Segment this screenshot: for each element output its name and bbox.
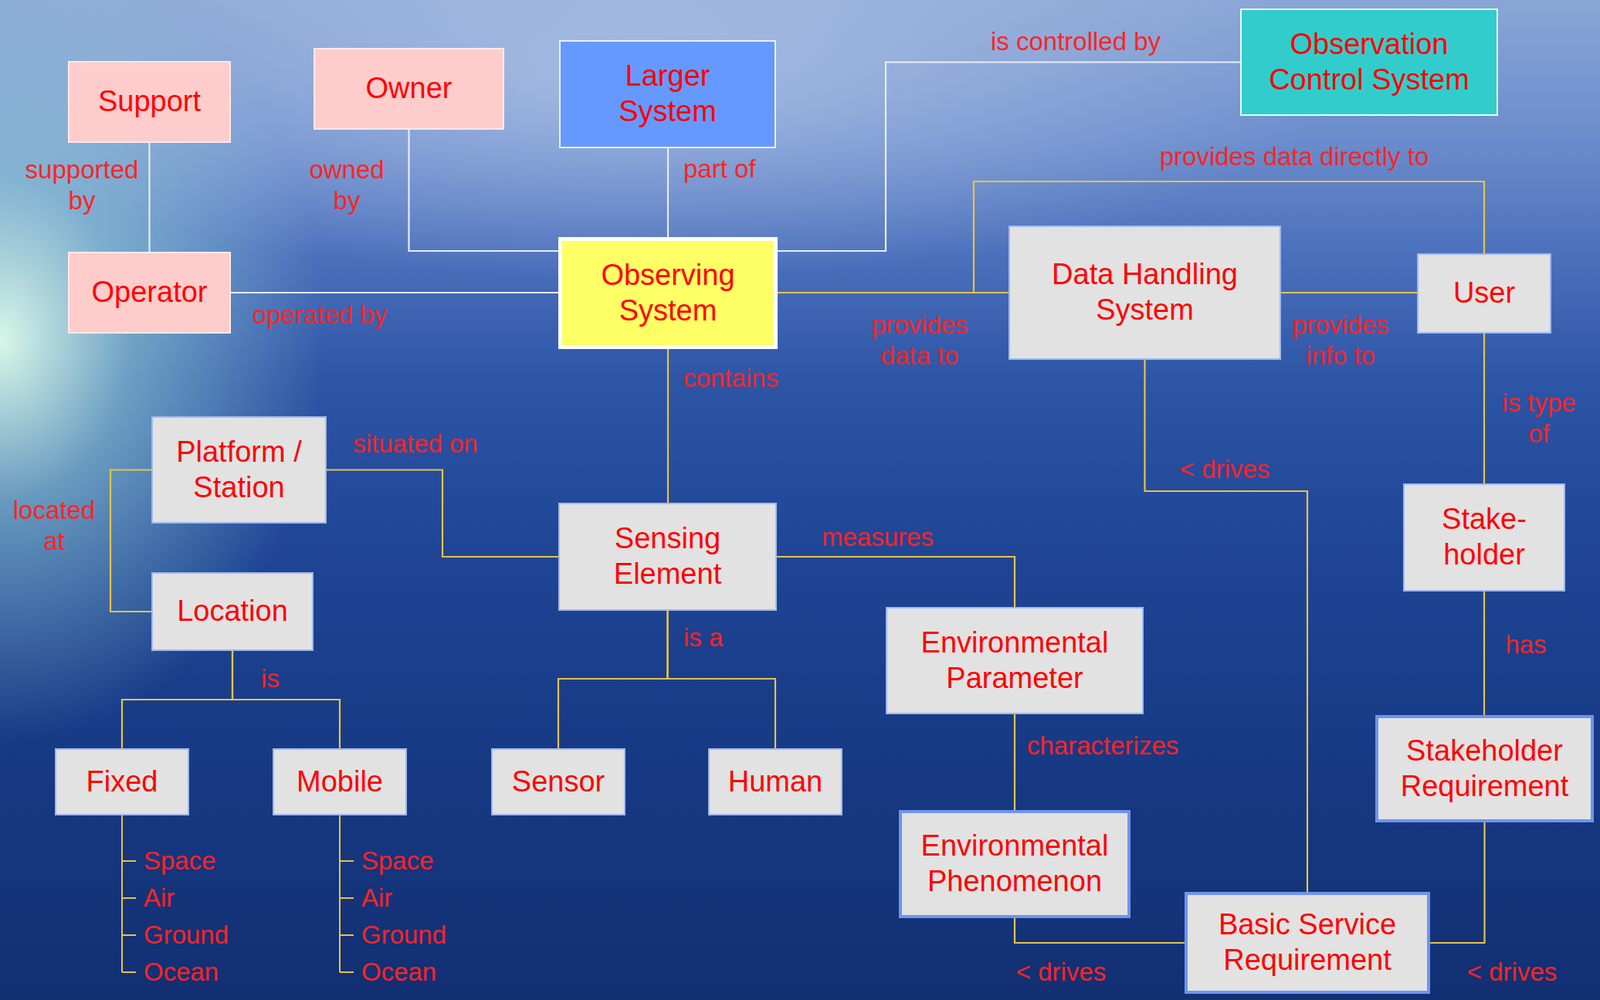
box-text: Platform / Station (162, 434, 316, 506)
list-item-label: Space (143, 845, 217, 877)
connector-line (558, 610, 668, 749)
relation-label: characterizes (1027, 730, 1179, 762)
concept-box: Observing System (558, 237, 778, 350)
list-item-label: Ocean (143, 956, 219, 988)
connector-line (230, 291, 559, 294)
box-text: Basic Service Requirement (1196, 907, 1418, 978)
box-text: Fixed (86, 764, 159, 800)
connector-line (1483, 591, 1485, 716)
box-text: Support (98, 84, 201, 120)
connector-line (667, 610, 777, 749)
concept-box: Human (708, 748, 843, 816)
box-text: Environmental Phenomenon (911, 828, 1119, 899)
concept-box: Data Handling System (1008, 225, 1282, 360)
bracket-tick (122, 934, 136, 936)
concept-box: Platform / Station (151, 416, 327, 524)
connector-line (776, 556, 1015, 607)
list-item-label: Air (143, 882, 175, 914)
relation-label: provides data to (857, 309, 982, 371)
box-text: Larger System (579, 58, 756, 129)
relation-label: is (261, 663, 280, 695)
box-text: Observing System (571, 257, 765, 329)
connector-line (110, 470, 152, 613)
concept-box: Basic Service Requirement (1184, 891, 1431, 994)
concept-box: Operator (67, 251, 231, 334)
connector-line (1430, 822, 1485, 943)
relation-label: owned by (296, 154, 397, 216)
relation-label: < drives (1179, 454, 1270, 485)
relation-label: measures (821, 522, 934, 553)
relation-label: < drives (1016, 956, 1106, 988)
concept-box: Mobile (272, 748, 407, 816)
bracket-line (338, 815, 341, 973)
relation-label: located at (7, 494, 101, 556)
connector-line (409, 129, 560, 251)
relation-label: situated on (352, 428, 478, 460)
concept-box: Sensing Element (558, 502, 777, 611)
connector-line (1483, 333, 1485, 484)
relation-label: is type of (1496, 387, 1582, 449)
concept-box: Stake- holder (1403, 483, 1566, 592)
concept-box: Location (151, 572, 314, 651)
connector-line (232, 650, 340, 749)
box-text: User (1453, 275, 1516, 312)
concept-box: User (1416, 253, 1552, 334)
concept-box: Fixed (54, 748, 190, 816)
connector-line (1281, 291, 1417, 294)
box-text: Owner (366, 71, 453, 107)
relation-label: provides data directly to (1159, 141, 1430, 173)
bracket-tick (339, 934, 354, 936)
bracket-tick (122, 860, 136, 862)
list-item-label: Ground (143, 919, 229, 951)
box-text: Observation Control System (1250, 27, 1488, 98)
connector-line (667, 148, 669, 238)
relation-label: operated by (252, 299, 387, 331)
list-item-label: Ground (361, 919, 447, 951)
list-item-label: Ocean (361, 956, 437, 988)
concept-box: Sensor (491, 748, 626, 816)
bracket-tick (339, 897, 354, 899)
concept-box: Environmental Parameter (885, 606, 1144, 715)
connector-line (326, 470, 559, 558)
concept-box: Stakeholder Requirement (1375, 715, 1594, 823)
bracket-tick (122, 897, 136, 899)
connector-line (1014, 918, 1185, 943)
connector-line (122, 650, 233, 749)
bracket-line (121, 815, 123, 973)
relation-label: has (1505, 629, 1546, 661)
relation-label: supported by (16, 154, 148, 216)
relation-label: is controlled by (990, 26, 1161, 58)
bracket-tick (122, 971, 136, 973)
box-text: Mobile (296, 764, 384, 800)
box-text: Human (728, 764, 824, 800)
box-text: Sensing Element (569, 521, 767, 592)
relation-label: provides info to (1282, 309, 1399, 371)
list-item-label: Air (361, 882, 393, 914)
concept-box: Owner (313, 47, 505, 130)
concept-box: Larger System (559, 40, 777, 149)
box-text: Stake- holder (1413, 501, 1555, 573)
box-text: Location (176, 593, 289, 630)
concept-box: Environmental Phenomenon (898, 810, 1131, 919)
bracket-tick (339, 971, 354, 973)
box-text: Stakeholder Requirement (1387, 733, 1582, 804)
concept-box: Support (67, 61, 231, 143)
concept-box: Observation Control System (1240, 8, 1499, 116)
relation-label: < drives (1467, 956, 1557, 988)
relation-label: part of (683, 153, 756, 185)
list-item-label: Space (361, 845, 434, 877)
connector-line (148, 142, 150, 252)
connector-line (667, 349, 669, 503)
box-text: Operator (91, 274, 208, 311)
connector-line (1013, 714, 1016, 811)
bracket-tick (339, 860, 354, 862)
box-text: Sensor (511, 764, 605, 800)
relation-label: is a (683, 622, 723, 654)
box-text: Environmental Parameter (896, 625, 1133, 696)
box-text: Data Handling System (1019, 257, 1271, 328)
connector-line (1145, 359, 1309, 892)
relation-label: contains (683, 362, 779, 394)
